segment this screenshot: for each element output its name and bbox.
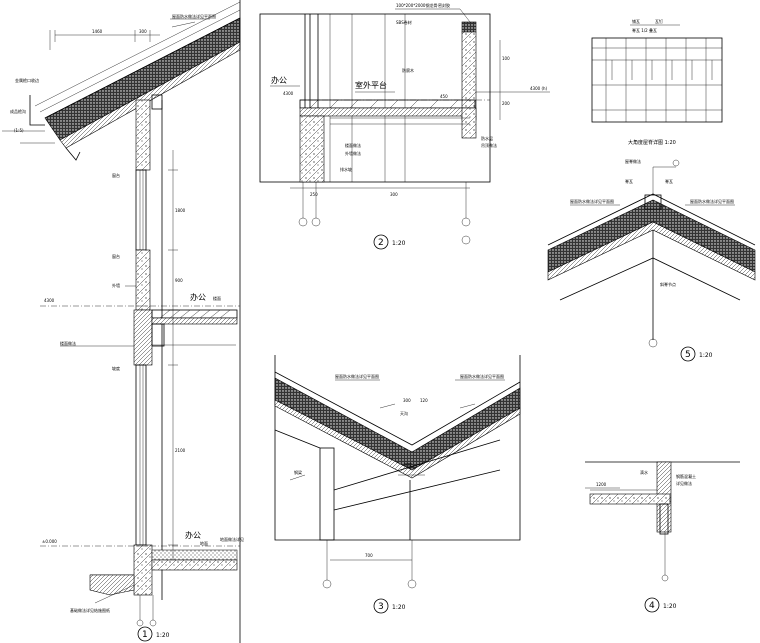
dim-1460: 1460 xyxy=(92,29,103,34)
svg-text:楼面: 楼面 xyxy=(213,295,221,301)
detail-1-scale: 1:20 xyxy=(156,632,170,639)
level-0000: ±0.000 xyxy=(42,539,57,544)
note-ridge-r: 脊瓦 xyxy=(665,178,673,184)
detail-2: 办公 室外平台 4300 4300 (h) 100*200*2000钢龙骨 密封… xyxy=(259,2,550,250)
ridge-grid-elevation: 铺瓦 瓦钉 脊瓦 1/2 叠瓦 大角度屋脊详图 1:20 xyxy=(591,18,723,146)
detail-4-bubble xyxy=(644,597,660,613)
note-eave-dim: (1:5) xyxy=(14,128,24,133)
dim-300: 300 xyxy=(139,29,147,34)
detail-1-wall xyxy=(133,94,163,600)
detail-1-roof xyxy=(29,1,241,161)
dim-120: 120 xyxy=(420,398,428,403)
note-eave: 金属檐口收边 xyxy=(15,77,39,83)
note-grid3: 脊瓦 1/2 叠瓦 xyxy=(632,27,657,33)
detail-2-bubble xyxy=(373,234,389,250)
note-top2: SBS卷材 xyxy=(396,19,412,25)
note-grid2: 瓦钉 xyxy=(655,18,663,24)
note-tile: 防腐木 xyxy=(402,67,414,73)
detail-1-slab: 4300 办公 楼面 xyxy=(40,292,240,347)
detail-1-ground: ±0.000 办公 地面 xyxy=(40,530,240,596)
detail-1: 1460 300 屋面防水做法详见平面图 金属檐口收边 成品檐沟 (1:5) xyxy=(2,0,244,643)
note-seal: 密封胶 xyxy=(438,2,450,8)
note-wall: 外墙 xyxy=(112,282,120,288)
svg-text:窗台: 窗台 xyxy=(112,253,120,259)
note-floor-d2: 楼面做法 xyxy=(345,142,361,148)
dim-100: 100 xyxy=(502,56,510,61)
level-4300: 4300 xyxy=(44,298,55,303)
dim-450: 450 xyxy=(440,94,448,99)
note-right-d4: 详见做法 xyxy=(676,480,692,486)
dim-700: 700 xyxy=(365,553,373,558)
detail-5: 铺瓦 瓦钉 脊瓦 1/2 叠瓦 大角度屋脊详图 1:20 屋脊做法 屋面防水做法… xyxy=(547,18,756,362)
detail-3-scale: 1:20 xyxy=(392,604,406,611)
detail-2-number: 2 xyxy=(378,238,384,248)
note-beam: 钢梁 xyxy=(294,469,302,475)
note-ceiling: 吊顶做法 xyxy=(481,142,497,148)
dim-2100: 2100 xyxy=(175,448,186,453)
note-found: 基础做法详见结施图纸 xyxy=(70,607,110,613)
note-ridge-l: 脊瓦 xyxy=(625,178,633,184)
note-roof: 屋面防水做法详见平面图 xyxy=(172,13,216,19)
note-right-d3: 屋面防水做法详见平面图 xyxy=(460,373,504,379)
detail-4-scale: 1:20 xyxy=(663,603,677,610)
dim-300-d2: 300 xyxy=(390,192,398,197)
detail-5-number: 5 xyxy=(685,350,691,360)
dim-1800: 1800 xyxy=(175,208,186,213)
note-ridge: 屋脊做法 xyxy=(625,158,641,164)
note-top-d4: 钢筋混凝土 xyxy=(676,473,696,479)
dim-200: 200 xyxy=(502,101,510,106)
note-top: 100*200*2000钢龙骨 xyxy=(396,2,437,8)
note-right-d5: 屋面防水做法详见平面图 xyxy=(690,198,734,204)
dim-250: 250 xyxy=(310,192,318,197)
note-drip: 滴水 xyxy=(640,469,648,475)
detail-3-bubble xyxy=(373,598,389,614)
detail-1-bubble xyxy=(137,626,153,642)
note-wall-d2: 外墙做法 xyxy=(345,150,361,156)
room-office: 办公 xyxy=(271,75,287,85)
note-gutter: 成品檐沟 xyxy=(10,108,26,114)
detail-3: 屋面防水做法详见平面图 屋面防水做法详见平面图 300 120 天沟 坡度 钢梁… xyxy=(274,355,521,614)
detail-3-number: 3 xyxy=(378,602,384,612)
detail-5-bubble xyxy=(680,346,696,362)
ridge-grid-title: 大角度屋脊详图 1:20 xyxy=(628,139,676,146)
detail-1-vertical-dims: 1800 900 2100 xyxy=(168,150,186,560)
note-waterproof: 防水层 xyxy=(481,135,493,141)
note-tile-top: 斜脊节点 xyxy=(660,281,676,287)
dim-900: 900 xyxy=(175,278,183,283)
svg-text:地面: 地面 xyxy=(200,540,208,546)
dim-300-d3: 300 xyxy=(403,398,411,403)
level-4300-alt: 4300 (h) xyxy=(530,86,548,91)
svg-text:窗台: 窗台 xyxy=(112,172,120,178)
note-slope: 坡度 xyxy=(112,365,120,371)
detail-4: 1200 滴水 钢筋混凝土 详见做法 4 1:20 xyxy=(585,461,740,613)
note-drain: 排水坡 xyxy=(340,166,352,172)
note-floor: 楼面做法 xyxy=(60,340,76,346)
room-office-upper: 办公 xyxy=(190,292,206,302)
note-left-d3: 屋面防水做法详见平面图 xyxy=(335,373,379,379)
detail-4-number: 4 xyxy=(649,601,655,611)
note-base: 地面做法详见 xyxy=(220,536,244,542)
detail-5-scale: 1:20 xyxy=(699,352,713,359)
note-left-d5: 屋面防水做法详见平面图 xyxy=(570,198,614,204)
detail-2-scale: 1:20 xyxy=(392,240,406,247)
terrace: 室外平台 xyxy=(355,80,387,90)
note-grid: 铺瓦 xyxy=(632,18,640,24)
dim-1200: 1200 xyxy=(596,482,607,487)
detail-1-top-dims: 1460 300 xyxy=(49,29,160,50)
note-gutter-d3: 天沟 xyxy=(400,410,408,416)
room-office-lower: 办公 xyxy=(185,530,201,540)
level-4300-d2: 4300 xyxy=(283,91,294,96)
detail-1-number: 1 xyxy=(142,630,148,640)
note-slope-d3: 坡度 xyxy=(404,461,412,467)
